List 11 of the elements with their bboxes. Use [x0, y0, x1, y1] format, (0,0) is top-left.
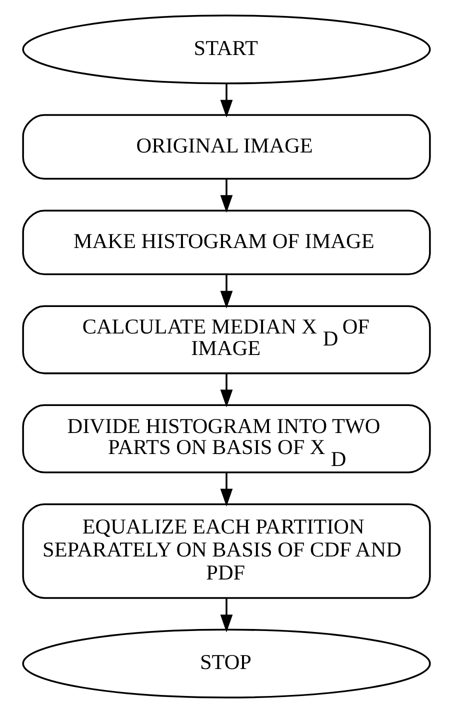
- node-box: ORIGINAL IMAGE: [22, 114, 431, 180]
- arrow: [220, 178, 233, 213]
- node-box: EQUALIZE EACH PARTITION SEPARATELY ON BASIS OF CDF AND PDF: [22, 503, 431, 599]
- arrow: [220, 598, 233, 632]
- node-ellipse: STOP: [22, 628, 431, 698]
- arrow: [220, 274, 233, 309]
- node-ellipse: START: [22, 14, 431, 84]
- node-box: MAKE HISTOGRAM OF IMAGE: [22, 210, 431, 276]
- arrow: [220, 84, 233, 118]
- arrow: [220, 374, 233, 408]
- arrow: [220, 472, 233, 506]
